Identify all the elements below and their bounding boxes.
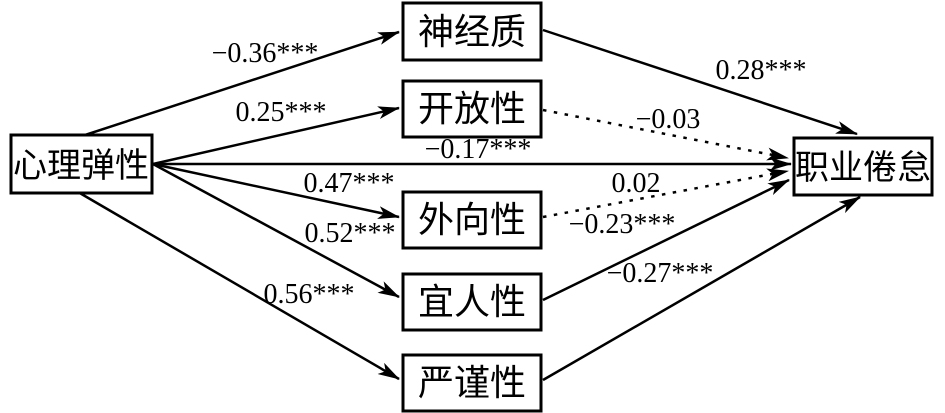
- node-burnout-box: [792, 136, 934, 197]
- coef-agreeableness-burnout: −0.23***: [569, 209, 676, 240]
- coef-openness-burnout: −0.03: [636, 104, 701, 135]
- path-resilience-to-agreeableness: [152, 162, 400, 299]
- coef-resilience-conscientiousness: 0.56***: [264, 279, 355, 310]
- path-resilience-to-conscientiousness: [77, 190, 400, 381]
- node-extraversion: 外向性: [401, 190, 543, 250]
- coef-extraversion-burnout: 0.02: [612, 168, 661, 199]
- node-agreeableness: 宜人性: [401, 272, 543, 332]
- out-coefficient-labels: 0.28*** −0.03 0.02 −0.23*** −0.27***: [569, 55, 807, 289]
- node-burnout: 职业倦怠: [792, 136, 934, 197]
- node-neuroticism: 神经质: [401, 1, 543, 62]
- coef-resilience-agreeableness: 0.52***: [305, 218, 396, 249]
- mediator-to-outcome-paths: [542, 28, 861, 382]
- node-openness-box: [401, 79, 543, 139]
- node-agreeableness-label: 宜人性: [418, 282, 526, 322]
- node-resilience-label: 心理弹性: [13, 147, 149, 185]
- predictor-to-mediator-paths: [77, 30, 400, 381]
- node-neuroticism-box: [401, 1, 543, 62]
- node-agreeableness-box: [401, 272, 543, 332]
- in-coefficient-labels: −0.36*** 0.25*** 0.47*** 0.52*** 0.56***: [212, 38, 396, 310]
- path-resilience-to-openness: [152, 106, 400, 166]
- path-agreeableness-to-burnout: [542, 178, 790, 302]
- path-conscientiousness-to-burnout: [542, 195, 861, 382]
- coef-conscientiousness-burnout: −0.27***: [607, 258, 714, 289]
- node-resilience: 心理弹性: [9, 133, 154, 195]
- path-resilience-to-neuroticism: [81, 30, 400, 138]
- coef-resilience-neuroticism: −0.36***: [212, 38, 319, 69]
- node-openness: 开放性: [401, 79, 543, 139]
- node-conscientiousness: 严谨性: [401, 353, 543, 413]
- coef-neuroticism-burnout: 0.28***: [716, 55, 807, 86]
- node-extraversion-label: 外向性: [418, 200, 526, 240]
- node-openness-label: 开放性: [418, 89, 526, 129]
- node-extraversion-box: [401, 190, 543, 250]
- coef-resilience-extraversion: 0.47***: [304, 168, 395, 199]
- coef-resilience-openness: 0.25***: [236, 97, 327, 128]
- node-burnout-label: 职业倦怠: [795, 149, 931, 187]
- node-conscientiousness-label: 严谨性: [418, 363, 526, 403]
- node-conscientiousness-box: [401, 353, 543, 413]
- path-resilience-to-extraversion: [152, 162, 400, 219]
- path-neuroticism-to-burnout: [542, 28, 858, 136]
- node-resilience-box: [9, 133, 154, 195]
- node-neuroticism-label: 神经质: [418, 12, 526, 52]
- coef-direct-effect: −0.17***: [425, 134, 532, 165]
